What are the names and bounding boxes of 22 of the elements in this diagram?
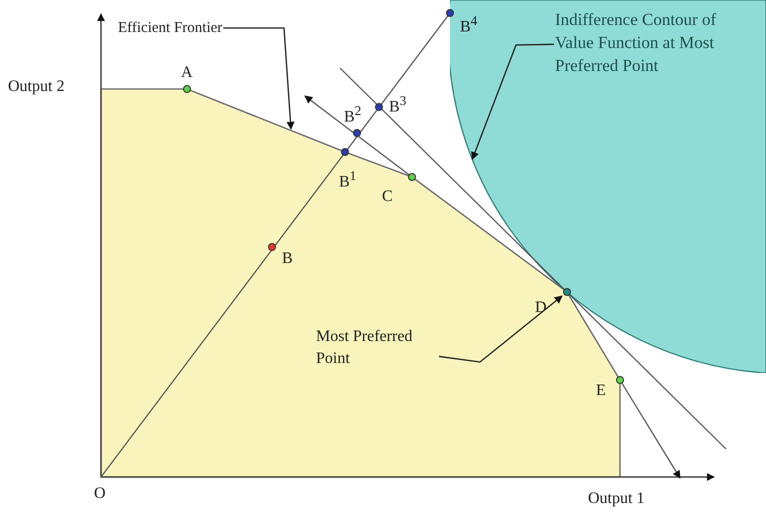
point-label: C xyxy=(382,189,393,205)
callout-text: Indifference Contour of Value Function at Most Preferred Point xyxy=(555,9,718,77)
origin-label: O xyxy=(94,486,106,502)
data-point xyxy=(183,85,191,93)
point-label: E xyxy=(596,383,606,399)
point-label: B$^{4}$ xyxy=(460,13,478,36)
data-point xyxy=(341,148,349,156)
point-label: B$^{3}$ xyxy=(389,93,406,116)
data-point xyxy=(408,173,416,181)
indifference-contour-region xyxy=(450,0,766,373)
data-point xyxy=(375,103,383,111)
data-point xyxy=(353,129,361,137)
point-label: B$^{2}$ xyxy=(344,103,362,126)
point-label: B$^{1}$ xyxy=(339,168,356,190)
callout-text: Efficient Frontier xyxy=(118,19,222,37)
point-label: B xyxy=(282,251,293,267)
axis-label: Output 2 xyxy=(8,79,64,95)
point-label: A xyxy=(181,65,193,81)
callout-text: Most Preferred Point xyxy=(316,327,414,369)
axis-label: Output 1 xyxy=(588,491,644,507)
data-point xyxy=(446,9,454,17)
data-point xyxy=(616,376,624,384)
